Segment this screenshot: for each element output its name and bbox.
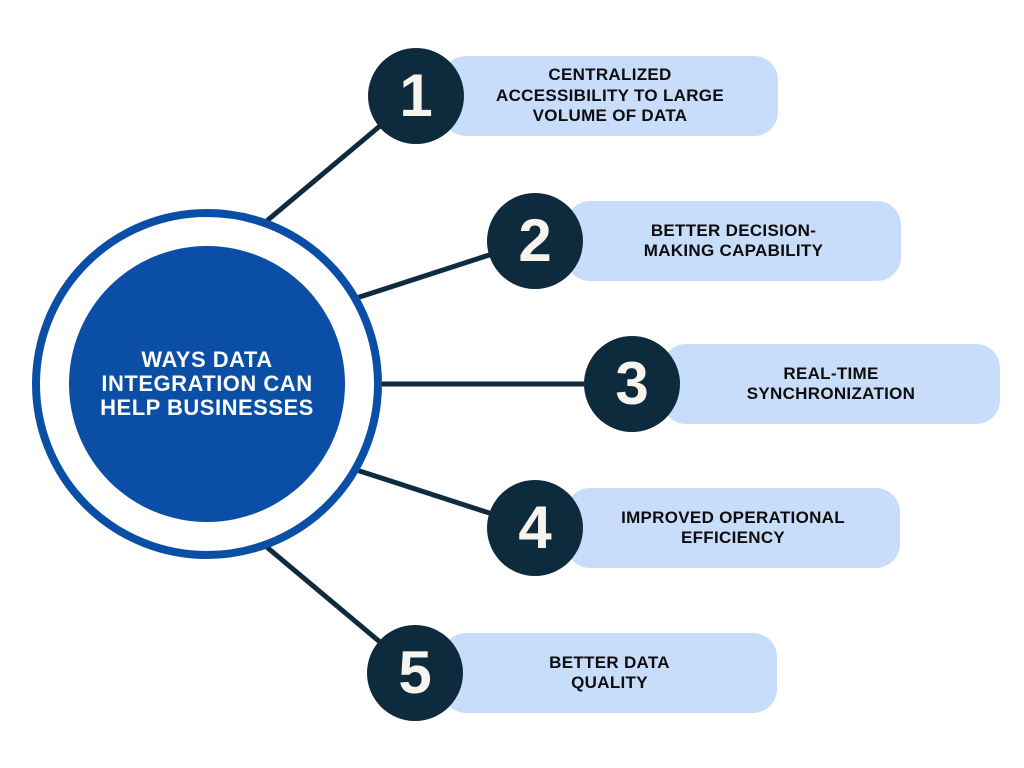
item-number-2: 2 (518, 207, 552, 274)
item-pill-5: BETTER DATA QUALITY (442, 633, 777, 713)
item-label-1: CENTRALIZED ACCESSIBILITY TO LARGE VOLUM… (496, 65, 724, 126)
item-number-circle-2: 2 (487, 193, 583, 289)
item-label-4: IMPROVED OPERATIONAL EFFICIENCY (621, 507, 845, 547)
central-hub-circle: WAYS DATA INTEGRATION CAN HELP BUSINESSE… (69, 246, 345, 522)
item-pill-3: REAL-TIME SYNCHRONIZATION (662, 344, 1000, 424)
item-label-5: BETTER DATA QUALITY (549, 652, 670, 692)
item-pill-2: BETTER DECISION-MAKING CAPABILITY (566, 201, 901, 281)
item-number-3: 3 (615, 350, 649, 417)
item-label-2: BETTER DECISION-MAKING CAPABILITY (643, 220, 824, 260)
item-label-3: REAL-TIME SYNCHRONIZATION (746, 363, 916, 403)
item-number-1: 1 (399, 62, 433, 129)
item-number-circle-1: 1 (368, 48, 464, 144)
item-pill-1: CENTRALIZED ACCESSIBILITY TO LARGE VOLUM… (442, 56, 778, 136)
item-number-5: 5 (398, 639, 432, 706)
item-number-4: 4 (518, 494, 552, 561)
item-number-circle-5: 5 (367, 625, 463, 721)
item-number-circle-3: 3 (584, 336, 680, 432)
hub-title: WAYS DATA INTEGRATION CAN HELP BUSINESSE… (100, 346, 314, 421)
item-pill-4: IMPROVED OPERATIONAL EFFICIENCY (566, 488, 900, 568)
item-number-circle-4: 4 (487, 480, 583, 576)
central-hub: WAYS DATA INTEGRATION CAN HELP BUSINESSE… (32, 209, 382, 559)
